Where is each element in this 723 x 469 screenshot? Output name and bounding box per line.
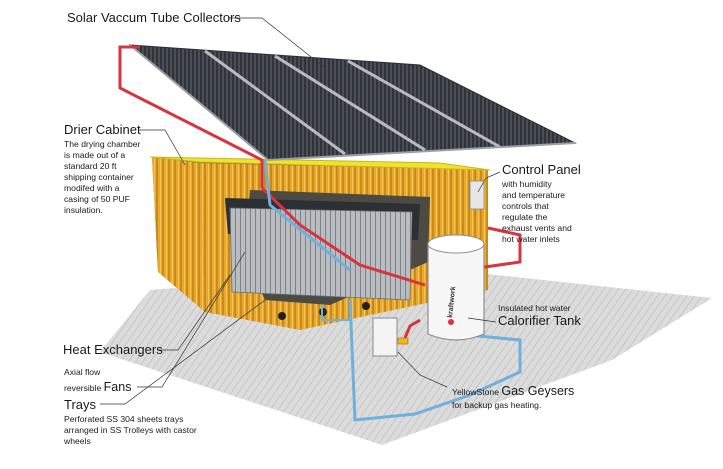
control-line: controls that	[502, 200, 549, 211]
calorifier-tank-top	[427, 234, 485, 254]
heat-exchangers-title: Heat Exchangers	[63, 342, 163, 357]
collector-divider	[204, 49, 346, 156]
label-trays: Trays Perforated SS 304 sheets trays arr…	[64, 397, 244, 447]
castor-wheel	[278, 312, 286, 320]
control-line: exhaust vents and	[502, 222, 572, 233]
hot-water-pipe	[118, 45, 264, 188]
drier-line: is made out of a	[64, 149, 126, 160]
hot-water-pipe	[403, 318, 421, 339]
drier-line: standard 20 ft	[64, 160, 117, 171]
calorifier-line: Insulated hot water	[498, 303, 571, 313]
label-gas-geysers: YellowStone Gas Geysers for backup gas h…	[452, 382, 622, 411]
container-left-wall	[152, 157, 205, 312]
leader-line-trays	[100, 299, 266, 405]
geyser-gauge	[397, 337, 409, 345]
label-heat-exchangers: Heat Exchangers	[63, 342, 163, 358]
drier-line: shipping container	[64, 171, 134, 182]
calorifier-title: Calorifier Tank	[498, 313, 581, 328]
collector-divider	[274, 54, 426, 152]
drier-line: modifed with a	[64, 182, 120, 193]
leader-line-calorifier	[467, 317, 497, 323]
solar-title: Solar Vaccum Tube Collectors	[67, 10, 241, 25]
gas-geyser-box	[372, 317, 398, 357]
drier-title: Drier Cabinet	[64, 122, 141, 137]
geysers-title: Gas Geysers	[501, 384, 575, 398]
fans-line: Axial flow	[64, 367, 101, 377]
label-drier-cabinet: Drier Cabinet The drying chamber is made…	[64, 122, 184, 216]
leader-line-heat-exchangers	[158, 274, 231, 351]
collector-frame	[267, 142, 576, 161]
castor-wheel	[362, 302, 370, 310]
label-control-panel: Control Panel with humidity and temperat…	[502, 162, 622, 245]
control-title: Control Panel	[502, 162, 581, 177]
tank-logo-mark	[448, 319, 454, 325]
tank-brand-text: kraftwork	[447, 286, 457, 318]
leader-line-geysers	[397, 351, 448, 388]
cold-water-pipe	[263, 159, 351, 272]
fans-title: Fans	[103, 380, 132, 394]
cold-water-pipe	[348, 299, 522, 422]
collector-frame	[129, 44, 269, 161]
drier-line: insulation.	[64, 204, 103, 215]
control-line: hot water inlets	[502, 233, 560, 244]
leader-line-control	[477, 171, 501, 193]
fans-prefix: reversible	[64, 383, 104, 393]
leader-line-drier	[138, 129, 186, 166]
leader-line-solar	[228, 17, 326, 69]
geysers-prefix: YellowStone	[452, 387, 502, 397]
label-solar-collectors: Solar Vaccum Tube Collectors	[67, 10, 241, 26]
control-line: and temperature	[502, 189, 566, 200]
hot-water-pipe	[477, 226, 522, 270]
leader-line-fans	[137, 251, 246, 388]
cold-water-pipe	[321, 305, 350, 321]
control-line: regulate the	[502, 211, 548, 222]
drier-line: casing of 50 PUF	[64, 193, 130, 204]
geysers-line: for backup gas heating.	[452, 400, 542, 411]
label-calorifier-tank: Insulated hot water Calorifier Tank	[498, 303, 618, 329]
tray-stack	[229, 207, 413, 301]
container-roof	[149, 156, 491, 171]
control-line: with humidity	[502, 178, 552, 189]
drier-line: The drying chamber	[64, 138, 141, 149]
trays-line: wheels	[64, 435, 91, 446]
trays-title: Trays	[64, 397, 97, 412]
trays-line: Perforated SS 304 sheets trays	[64, 413, 184, 424]
trays-line: arranged in SS Trolleys with castor	[64, 424, 197, 435]
hot-water-pipe	[260, 186, 426, 287]
leader-lines	[100, 17, 501, 405]
collector-divider	[347, 59, 501, 149]
label-fans: Axial flow reversible Fans	[64, 367, 164, 396]
